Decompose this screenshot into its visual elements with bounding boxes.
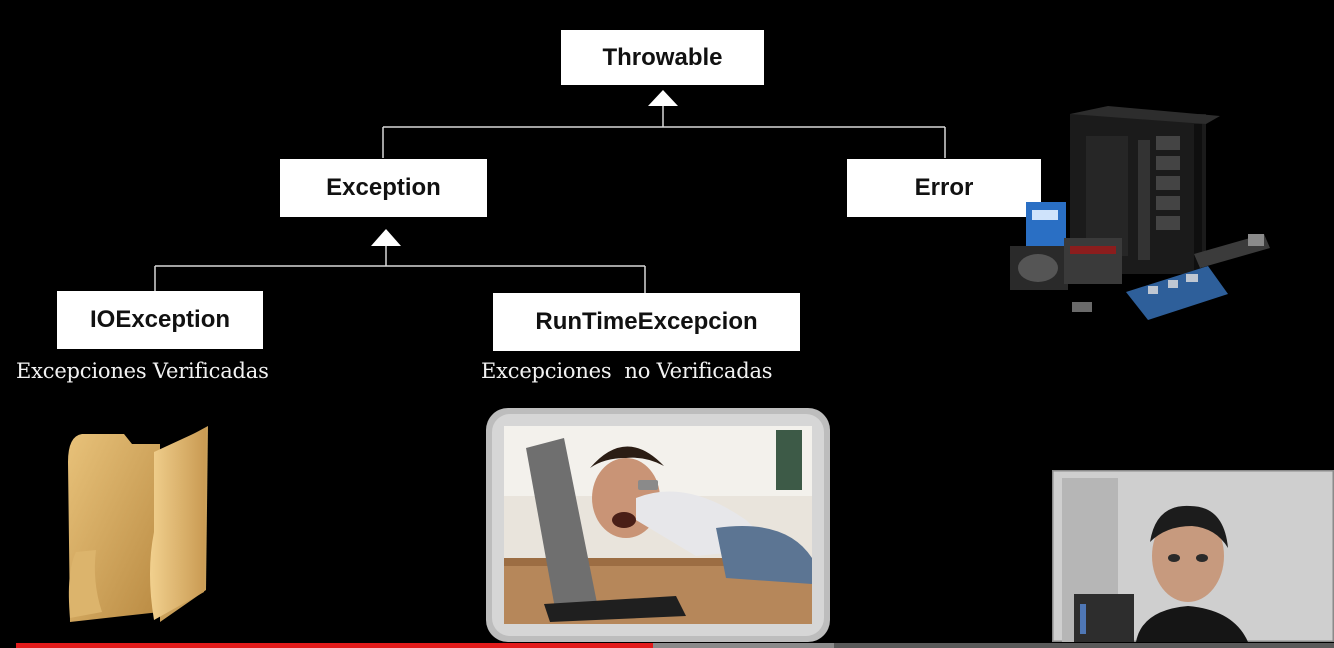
video-played-bar — [16, 643, 653, 648]
inheritance-arrow-throwable — [648, 90, 678, 106]
inheritance-arrow-exception — [371, 229, 401, 246]
frustrated-user-photo — [486, 408, 830, 642]
node-ioexception: IOException — [57, 291, 263, 349]
node-throwable: Throwable — [561, 30, 764, 85]
presenter-webcam — [1052, 470, 1334, 642]
node-exception: Exception — [280, 159, 487, 217]
node-runtimeexcepcion: RunTimeExcepcion — [493, 293, 800, 351]
node-error: Error — [847, 159, 1041, 217]
video-progress-bar[interactable] — [16, 643, 1334, 648]
caption-unchecked-exceptions: Excepciones no Verificadas — [481, 359, 773, 383]
folder-icon — [68, 426, 208, 622]
caption-checked-exceptions: Excepciones Verificadas — [16, 359, 269, 383]
computer-hardware-photo — [1010, 106, 1270, 320]
